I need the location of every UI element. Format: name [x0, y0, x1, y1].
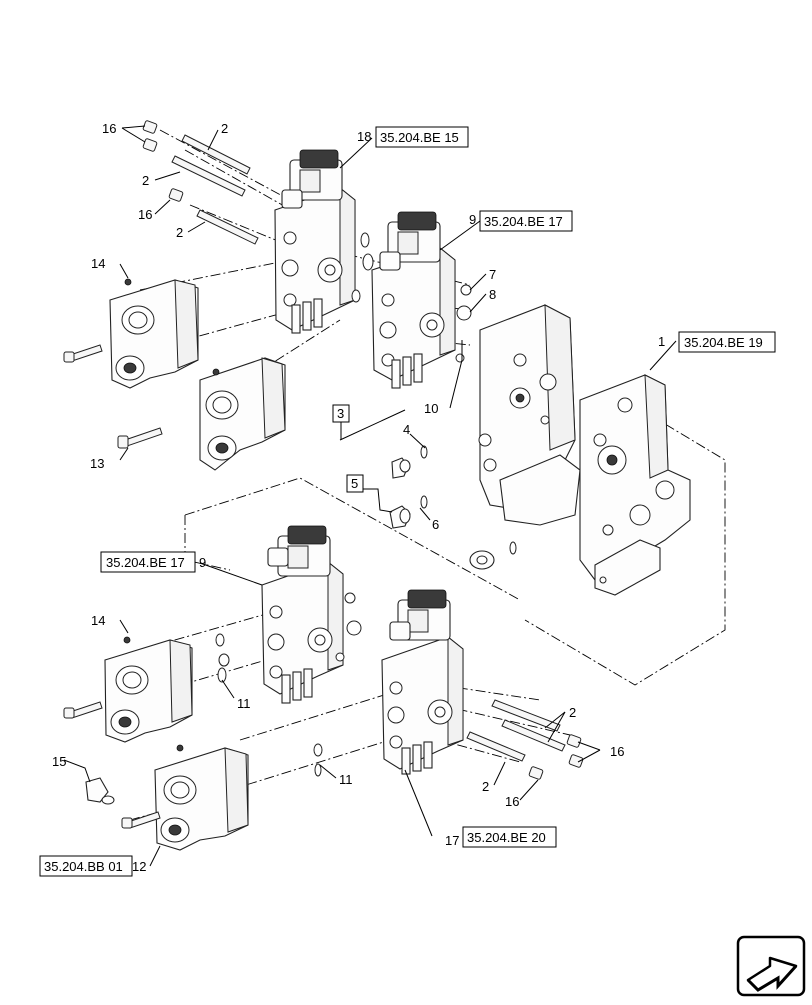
leader-lines: [63, 125, 677, 867]
callout-16: 16: [610, 744, 624, 759]
ref-label: 35.204.BE 19: [684, 335, 763, 350]
callout-2: 2: [482, 779, 489, 794]
ref-label: 35.204.BE 17: [106, 555, 185, 570]
callout-7: 7: [489, 267, 496, 282]
valve-section-18: [274, 149, 374, 334]
callout-16: 16: [505, 794, 519, 809]
reference-links: 35.204.BE 15 35.204.BE 17 35.204.BE 19 3…: [39, 126, 776, 877]
callout-14: 14: [91, 613, 105, 628]
ref-label: 35.204.BE 20: [467, 830, 546, 845]
callout-9: 9: [469, 212, 476, 227]
next-page-arrow-icon[interactable]: [736, 935, 806, 997]
valve-section-9-lower: [261, 525, 362, 704]
end-cover-bottom: [85, 743, 323, 851]
ref-link-35-204-be-19[interactable]: 35.204.BE 19: [678, 331, 776, 353]
boxed-callouts: 3 5: [332, 404, 378, 493]
end-cover-middle: [117, 357, 286, 471]
callout-10: 10: [424, 401, 438, 416]
callout-12: 12: [132, 859, 146, 874]
callout-9: 9: [199, 555, 206, 570]
callout-5: 5: [351, 476, 358, 491]
callout-2: 2: [221, 121, 228, 136]
callout-6: 6: [432, 517, 439, 532]
callout-3: 3: [337, 406, 344, 421]
gear-part: [469, 541, 517, 570]
ref-label: 35.204.BE 15: [380, 130, 459, 145]
callout-1: 1: [658, 334, 665, 349]
plug-parts: [389, 445, 428, 529]
ref-label: 35.204.BB 01: [44, 859, 123, 874]
callout-2: 2: [569, 705, 576, 720]
callout-8: 8: [489, 287, 496, 302]
callout-2: 2: [176, 225, 183, 240]
upper-studs: [142, 120, 259, 245]
ref-link-35-204-be-17-upper[interactable]: 35.204.BE 17: [479, 210, 573, 232]
callout-18: 18: [357, 129, 371, 144]
callout-11: 11: [339, 772, 353, 787]
callout-4: 4: [403, 422, 410, 437]
callout-16: 16: [102, 121, 116, 136]
callout-11: 11: [237, 696, 251, 711]
ref-label: 35.204.BE 17: [484, 214, 563, 229]
inlet-body-rear: [478, 304, 581, 526]
callout-13: 13: [90, 456, 104, 471]
callout-17: 17: [445, 833, 459, 848]
end-cover-upper: [63, 278, 199, 389]
ref-link-35-204-bb-01[interactable]: 35.204.BB 01: [39, 855, 133, 877]
callout-labels: 16 2 2 16 2 14 18 9 7 8 10 1 4 6 13 9 14…: [52, 121, 665, 874]
valve-section-17: [381, 589, 464, 775]
valve-section-9-upper: [371, 211, 472, 389]
callout-14: 14: [91, 256, 105, 271]
ref-link-35-204-be-17-lower[interactable]: 35.204.BE 17: [100, 551, 196, 573]
ref-link-35-204-be-15[interactable]: 35.204.BE 15: [375, 126, 469, 148]
ref-link-35-204-be-20[interactable]: 35.204.BE 20: [462, 826, 557, 848]
lower-studs: [466, 699, 584, 780]
inlet-body-front: [579, 374, 691, 596]
callout-5-box: [346, 474, 364, 493]
callout-2: 2: [142, 173, 149, 188]
callout-16: 16: [138, 207, 152, 222]
callout-15: 15: [52, 754, 66, 769]
end-cover-lower: [63, 633, 230, 743]
